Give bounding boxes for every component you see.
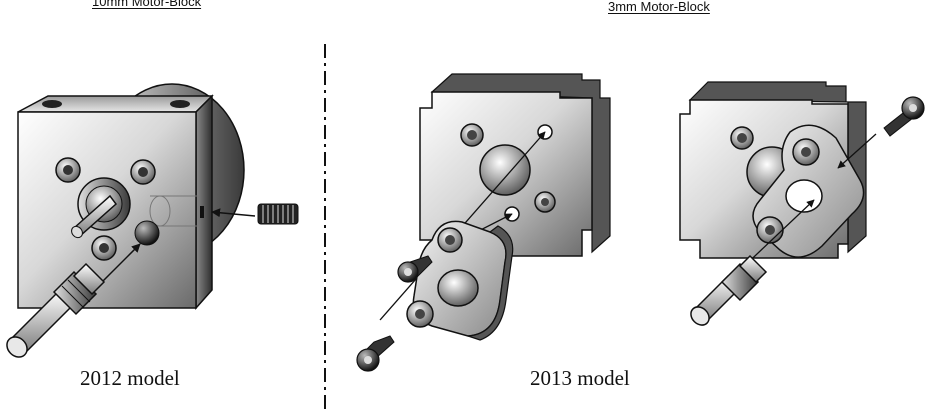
idler-bracket [406,220,514,341]
pulley-shaft-icon [6,262,106,358]
socket-screw-icon [397,255,433,283]
motor-block-2013-assembled [679,81,925,326]
socket-screw-icon [356,335,395,372]
shaft-bore [134,220,160,246]
socket-screw-icon [883,96,925,137]
motor-shaft [71,194,118,239]
set-screw-bore [149,195,204,227]
pulley-shaft-icon [690,254,768,326]
motor-block-2013-exploded [356,73,611,372]
caption-2013-model: 2013 model [530,366,630,390]
motor-block-2012 [6,83,299,358]
header-3mm-motor-block: 3mm Motor-Block [608,0,710,14]
block-front-face [17,111,197,309]
caption-2012-model: 2012 model [80,366,180,390]
header-10mm-motor-block: 10mm Motor-Block [92,0,202,9]
mounting-holes [55,157,156,261]
central-bore [479,144,531,196]
set-screw-icon [257,203,299,225]
